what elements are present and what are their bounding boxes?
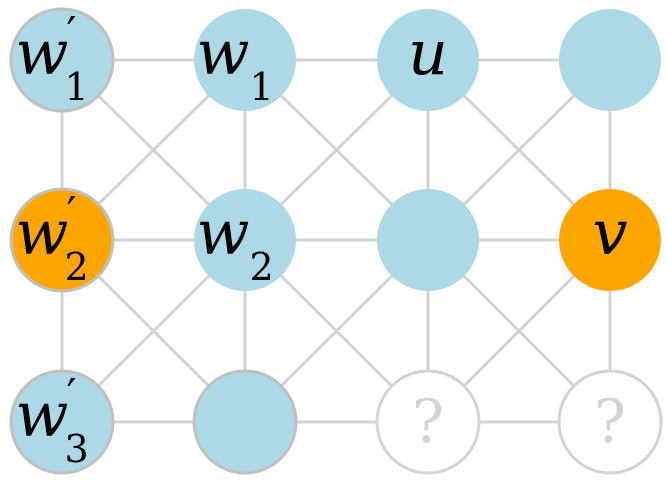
graph-node: w′ 2: [9, 187, 115, 293]
graph-node: u: [377, 9, 479, 111]
unknown-node-label: ?: [594, 387, 626, 457]
graph-node: v: [559, 189, 661, 291]
node-label-subscript: 3: [64, 427, 88, 471]
node-circle: [557, 369, 663, 475]
node-circle: [559, 189, 661, 291]
node-label-base: w: [15, 196, 68, 269]
node-label-base: v: [592, 196, 627, 269]
graph-node: [377, 189, 479, 291]
node-label: u: [408, 16, 448, 89]
graph-node: w2: [194, 189, 296, 291]
node-label-base: w: [15, 16, 68, 89]
graph-node: ?: [375, 369, 481, 475]
node-circle: [194, 189, 296, 291]
node-label: w1: [196, 16, 273, 109]
node-circle: [375, 369, 481, 475]
node-label-base: w: [196, 196, 249, 269]
node-label: w′ 2: [15, 188, 88, 289]
node-label-subscript: 2: [64, 245, 88, 289]
node-circle: [559, 9, 661, 111]
node-circle: [377, 9, 479, 111]
node-circle: [9, 369, 115, 475]
node-label-base: w: [15, 378, 68, 451]
node-label-base: w: [196, 16, 249, 89]
graph-node: w1: [194, 9, 296, 111]
node-label-prime: ′: [66, 370, 76, 421]
node-label-subscript: 1: [249, 65, 273, 109]
graph-node: [559, 9, 661, 111]
node-label: w′ 3: [15, 370, 88, 471]
node-circle: [9, 187, 115, 293]
node-label: w2: [196, 196, 273, 289]
node-circle: [9, 7, 115, 113]
edge-layer: [60, 58, 612, 424]
node-label-subscript: 1: [64, 65, 88, 109]
node-label-subscript: 2: [249, 245, 273, 289]
node-label-prime: ′: [66, 8, 76, 59]
node-circle: [192, 369, 298, 475]
node-label-prime: ′: [66, 188, 76, 239]
graph-node: ?: [557, 369, 663, 475]
graph-node: w′ 3: [9, 369, 115, 475]
node-label: v: [592, 196, 627, 269]
graph-node: w′ 1: [9, 7, 115, 113]
node-label-base: u: [408, 16, 448, 89]
unknown-node-label: ?: [412, 387, 444, 457]
node-circle: [377, 189, 479, 291]
graph-node: [192, 369, 298, 475]
node-circle: [194, 9, 296, 111]
node-label: w′ 1: [15, 8, 88, 109]
